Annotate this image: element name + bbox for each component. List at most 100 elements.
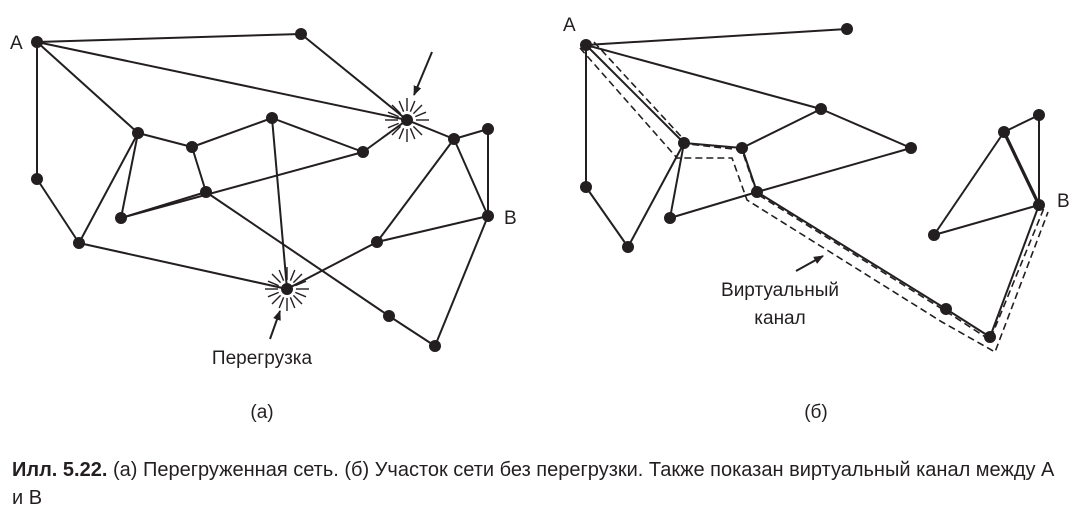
virtual-circuit-arrow [795,255,824,272]
edge [406,119,455,140]
panel-b-network: A B Виртуальный канал (б) [563,15,1070,423]
edge [945,308,991,338]
node [482,123,494,135]
node-b [482,210,494,222]
edge [1003,114,1040,133]
node [841,23,853,35]
figure-caption: Илл. 5.22. (а) Перегруженная сеть. (б) У… [12,456,1062,512]
edge [271,117,364,153]
node [295,28,307,40]
panel-a-edges [36,33,489,347]
edge [286,241,378,290]
edge [683,142,743,149]
edge [820,108,912,149]
node [736,142,748,154]
node [31,173,43,185]
edge [756,147,912,193]
virtual-circuit-label-line1: Виртуальный [721,280,839,301]
edge [627,142,685,248]
node [998,126,1010,138]
edge [78,242,288,290]
edge [191,146,207,193]
congested-node [281,283,293,295]
edge [362,119,408,153]
node [928,229,940,241]
congestion-burst-bottom [265,267,309,311]
node [200,186,212,198]
edge [78,132,139,244]
congestion-label: Перегрузка [212,348,313,369]
node [940,303,952,315]
edge [36,33,302,43]
edge [376,138,455,243]
edge [453,138,489,217]
node [664,212,676,224]
panel-a-network: A B Перегрузка (а) [10,28,517,423]
node [371,236,383,248]
node [622,241,634,253]
virtual-circuit-path [579,41,1049,354]
edge [191,117,273,148]
edge [585,186,629,248]
node [580,181,592,193]
panel-a-sublabel: (а) [250,402,273,423]
edge [36,178,80,244]
node [429,340,441,352]
edge [585,44,685,144]
node [266,112,278,124]
congestion-burst-top [385,98,429,142]
edge [933,131,1005,236]
virtual-circuit-dash-lower [579,47,1049,354]
edge [434,215,489,347]
panel-b-nodes [580,23,1045,343]
edge [120,151,364,219]
node-b-label: B [1057,191,1070,212]
caption-number: Илл. 5.22. [12,459,108,481]
edge [756,191,947,310]
edge-thick [1002,131,1041,206]
node [751,186,763,198]
node [815,103,827,115]
edge [585,44,822,110]
panel-b-edges [585,28,1041,338]
edge [933,204,1040,236]
virtual-circuit-label-line2: канал [754,308,805,329]
congested-node [401,114,413,126]
edge [741,108,822,149]
network-figure: A B Перегрузка (а) [10,15,1070,423]
edge [585,28,848,46]
edge [741,147,758,193]
edge [376,215,489,243]
node-a [580,39,592,51]
panel-b-sublabel: (б) [804,402,828,423]
node [448,133,460,145]
edge [36,41,139,134]
edge [137,132,193,148]
edge [36,41,408,121]
edge [205,191,390,317]
node [678,137,690,149]
node-a [31,36,43,48]
edge [669,191,758,219]
panel-a-nodes [31,28,494,352]
node-b-label: B [504,208,517,229]
edge [388,315,436,347]
node [73,237,85,249]
node [905,142,917,154]
node [357,146,369,158]
node [132,127,144,139]
edge [271,117,288,290]
node-a-label: A [10,33,23,54]
node [383,310,395,322]
node [984,331,996,343]
edge [989,204,1040,338]
node [115,212,127,224]
node [186,141,198,153]
node-a-label: A [563,15,576,36]
edge [120,132,139,219]
edge [669,142,685,219]
arrow-bottom [269,310,281,340]
node-b [1033,199,1045,211]
arrow-top [413,51,433,96]
node [1033,109,1045,121]
